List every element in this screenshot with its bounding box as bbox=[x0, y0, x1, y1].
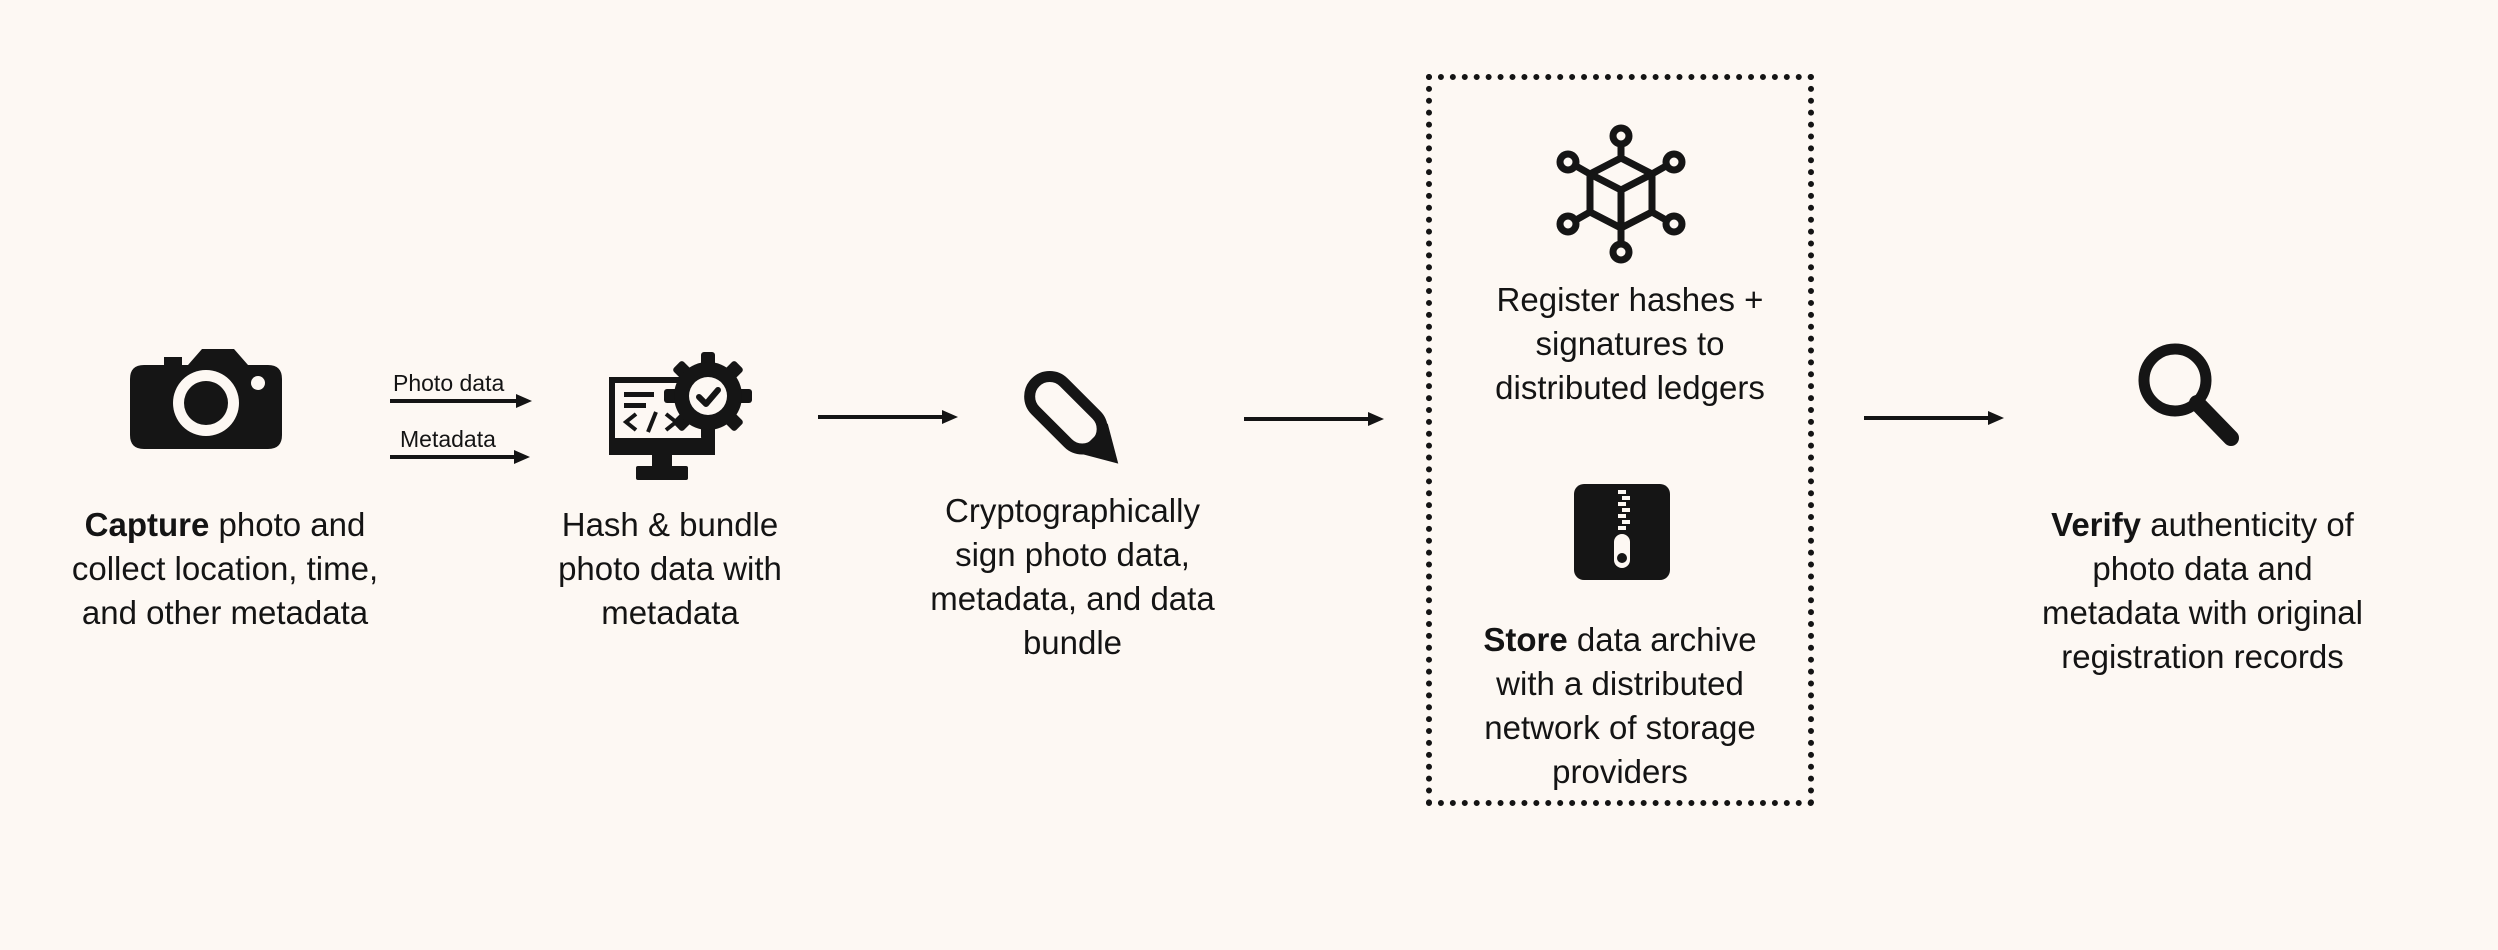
pen-icon bbox=[1020, 364, 1126, 470]
blockchain-network-icon bbox=[1556, 124, 1686, 264]
camera-icon bbox=[130, 345, 282, 449]
hash-bundle-step-caption: Hash & bundle photo data with metadata bbox=[558, 506, 782, 631]
flow-arrow-store-to-verify bbox=[1864, 410, 2004, 426]
capture-caption-text: photo and collect location, time, and ot… bbox=[71, 506, 379, 631]
code-gear-monitor-icon bbox=[608, 350, 753, 485]
capture-step-caption: Capture photo and collect location, time… bbox=[55, 503, 395, 635]
metadata-label: Metadata bbox=[400, 426, 496, 452]
store-caption-text: data archive with a distributed network … bbox=[1484, 621, 1757, 790]
sign-step-caption: Cryptographically sign photo data, metad… bbox=[930, 492, 1215, 661]
photo-data-arrow bbox=[390, 393, 532, 409]
flow-arrow-sign-to-register bbox=[1244, 411, 1384, 427]
flow-arrow-hash-to-sign bbox=[818, 409, 958, 425]
metadata-arrow bbox=[390, 449, 530, 465]
magnifier-icon bbox=[2135, 340, 2245, 452]
verify-step-caption: Verify authenticity of photo data and me… bbox=[2040, 503, 2365, 679]
verify-caption-text: authenticity of photo data and metadata … bbox=[2041, 506, 2363, 675]
zip-archive-icon bbox=[1574, 484, 1670, 580]
register-step-caption: Register hashes + signatures to distribu… bbox=[1495, 281, 1765, 406]
store-bold-word: Store bbox=[1483, 621, 1568, 658]
store-step-caption: Store data archive with a distributed ne… bbox=[1460, 618, 1780, 794]
verify-bold-word: Verify bbox=[2051, 506, 2142, 543]
capture-bold-word: Capture bbox=[84, 506, 210, 543]
photo-data-label: Photo data bbox=[393, 370, 505, 396]
distributed-storage-group-box bbox=[1426, 74, 1814, 806]
